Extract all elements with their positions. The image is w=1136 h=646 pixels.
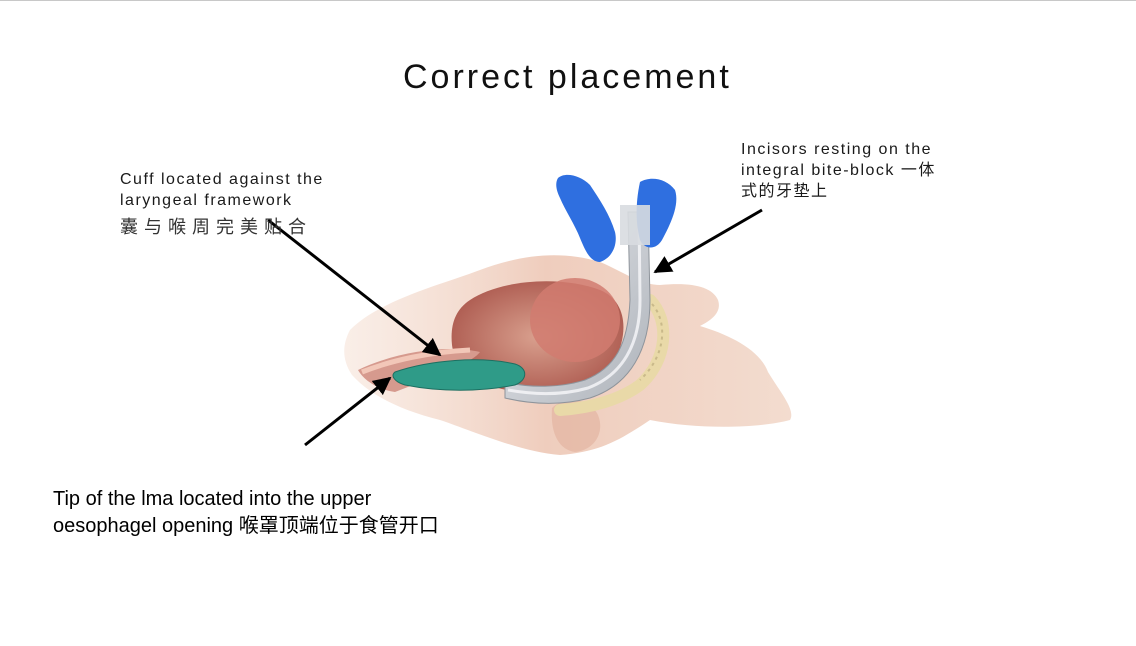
arrow-incisors [653, 208, 763, 274]
tip-label: Tip of the lma located into the upper oe… [53, 488, 439, 537]
incisors-label: Incisors resting on the integral bite-bl… [741, 141, 936, 200]
arrow-cuff [267, 218, 442, 357]
slide-title: Correct placement [403, 58, 732, 96]
teeth-arc [554, 294, 670, 416]
cuff-label-en: Cuff located against the laryngeal frame… [120, 171, 324, 209]
cuff-label: Cuff located against the laryngeal frame… [120, 169, 370, 238]
trachea-rings [361, 347, 471, 375]
tongue [530, 278, 620, 362]
lma-cuff [392, 359, 526, 391]
glove-left [556, 174, 616, 262]
cuff-label-cn: 囊与喉周完美贴合 [120, 217, 312, 238]
top-border [0, 0, 1136, 1]
arrow-tip [304, 376, 392, 447]
